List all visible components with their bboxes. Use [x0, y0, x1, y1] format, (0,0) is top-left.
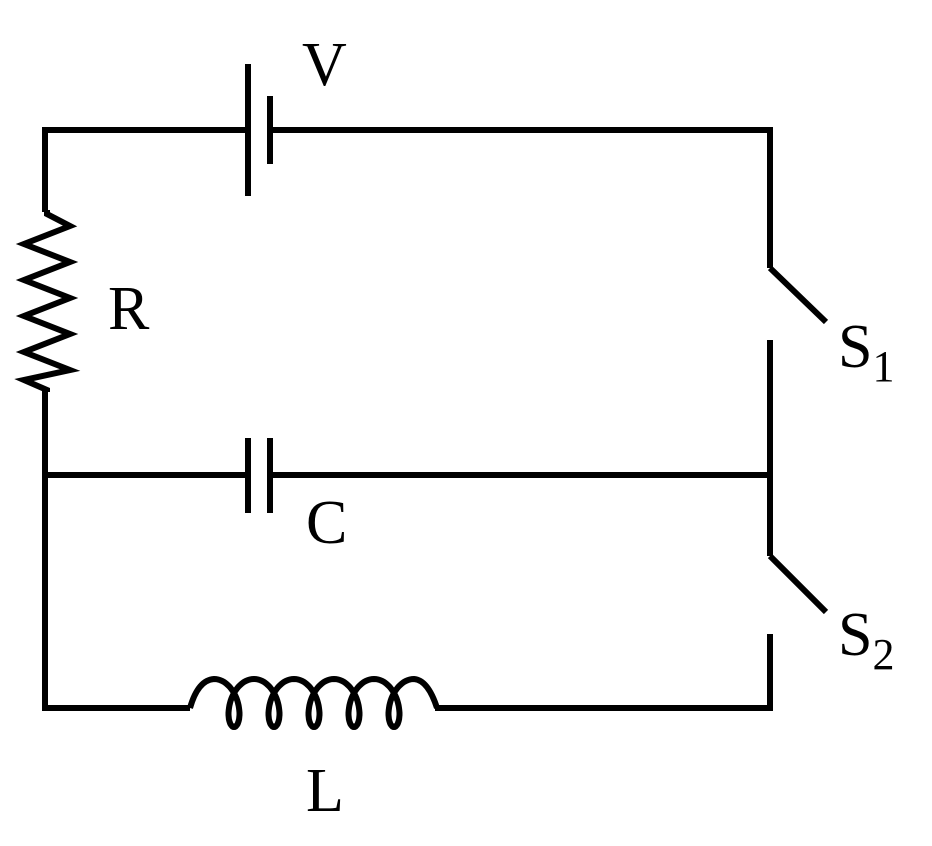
battery-label: V — [302, 31, 347, 99]
battery — [245, 64, 273, 196]
switch-s2-blade — [767, 553, 829, 615]
switch-s2-subscript: 2 — [872, 630, 895, 679]
inductor-label: L — [306, 757, 344, 825]
wires — [42, 127, 829, 711]
switch-s1-letter: S — [838, 313, 873, 381]
switch-s1-label: S1 — [838, 313, 894, 389]
resistor — [14, 210, 81, 393]
switch-s2-label: S2 — [838, 601, 894, 677]
capacitor-label: C — [306, 489, 348, 557]
switch-s2-letter: S — [838, 601, 873, 669]
inductor — [187, 675, 440, 731]
capacitor — [245, 438, 273, 513]
top-wire-right — [270, 127, 773, 268]
resistor-label: R — [108, 275, 150, 343]
switch-s1-blade — [767, 265, 829, 325]
switch-s1-subscript: 1 — [872, 342, 895, 391]
